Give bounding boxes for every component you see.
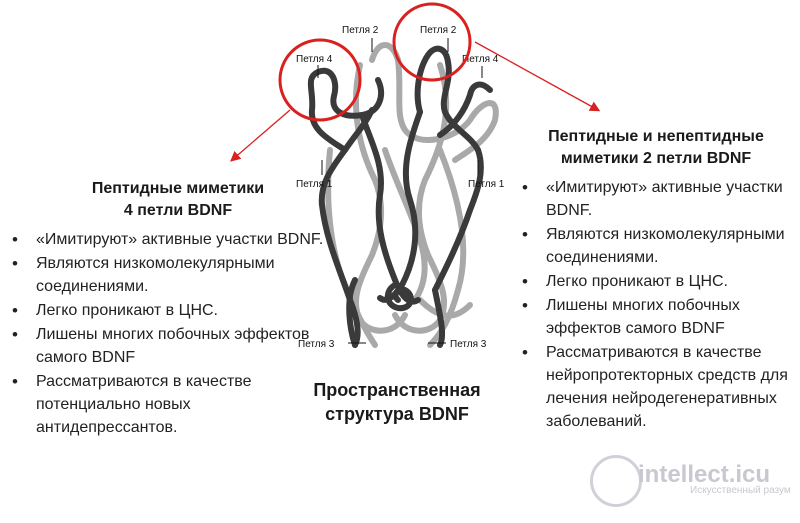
dark-strand-center-2 (377, 109, 423, 303)
left-list-item: Являются низкомолекулярными соединениями… (10, 252, 330, 298)
right-list-item: Легко проникают в ЦНС. (520, 270, 790, 293)
watermark-logo-icon (590, 455, 642, 507)
left-list-item: «Имитируют» активные участки BDNF. (10, 228, 330, 251)
right-list-item: «Имитируют» активные участки BDNF. (520, 176, 790, 222)
label-loop3-right: Петля 3 (450, 339, 487, 350)
right-block-title: Пептидные и непептидные миметики 2 петли… (520, 126, 792, 170)
dark-strand-loop4-left (307, 67, 384, 153)
right-list-item: Рассматриваются в качестве нейропротекто… (520, 341, 790, 433)
right-list-item: Являются низкомолекулярными соединениями… (520, 223, 790, 269)
watermark-sub: Искусственный разум (690, 485, 791, 496)
label-loop4-left: Петля 4 (296, 54, 333, 65)
left-block-title-line1: Пептидные миметики (91, 180, 265, 197)
center-caption-line1: Пространственная (313, 380, 481, 400)
light-strand-7 (382, 147, 428, 303)
highlights (278, 2, 472, 122)
label-loop1-right: Петля 1 (468, 179, 505, 190)
dark-strand-body-right (432, 147, 484, 293)
right-block-title-line1: Пептидные и непептидные (548, 128, 764, 145)
light-strand-6 (417, 297, 473, 319)
left-block-title-line2: 4 петли BDNF (123, 202, 233, 219)
right-list-item: Лишены многих побочных эффектов самого B… (520, 294, 790, 340)
left-block-title: Пептидные миметики 4 петли BDNF (48, 178, 308, 222)
watermark-main: intellect.icu (638, 461, 771, 488)
label-leaders (317, 38, 483, 344)
dark-strand-center-1 (359, 112, 421, 305)
dark-strand-loop3-right (432, 287, 446, 348)
arrow-to-left-block (230, 109, 291, 162)
protein-ribbon (307, 42, 499, 348)
watermark: intellect.icu Искусственный разум (590, 455, 800, 515)
arrow-to-right-block (474, 41, 601, 112)
left-bullet-list: «Имитируют» активные участки BDNF. Являю… (10, 228, 330, 440)
dark-strand-top-left (342, 107, 375, 153)
right-bullet-list: «Имитируют» активные участки BDNF. Являю… (520, 176, 790, 434)
right-block-title-line2: миметики 2 петли BDNF (560, 150, 752, 167)
highlight-circle-loop2 (392, 2, 472, 82)
label-loop4-right: Петля 4 (462, 54, 499, 65)
dark-strand-loop3-left (346, 277, 358, 348)
left-list-item: Рассматриваются в качестве потенциально … (10, 370, 330, 439)
label-loop2-left: Петля 2 (342, 25, 379, 36)
center-caption-line2: структура BDNF (325, 404, 469, 424)
highlight-circle-loop4 (278, 38, 362, 122)
dark-strand-knot (384, 282, 414, 312)
light-strand-1 (352, 62, 408, 334)
dark-strand-body-left (318, 147, 361, 348)
left-list-item: Легко проникают в ЦНС. (10, 299, 330, 322)
label-loop2-right: Петля 2 (420, 25, 457, 36)
arrows (230, 41, 601, 162)
label-loop1-left: Петля 1 (296, 179, 333, 190)
dark-strand-top-right (437, 81, 493, 138)
center-caption: Пространственная структура BDNF (292, 378, 502, 426)
watermark-text: intellect.icu Искусственный разум (638, 461, 791, 496)
left-list-item: Лишены многих побочных эффектов самого B… (10, 323, 330, 369)
